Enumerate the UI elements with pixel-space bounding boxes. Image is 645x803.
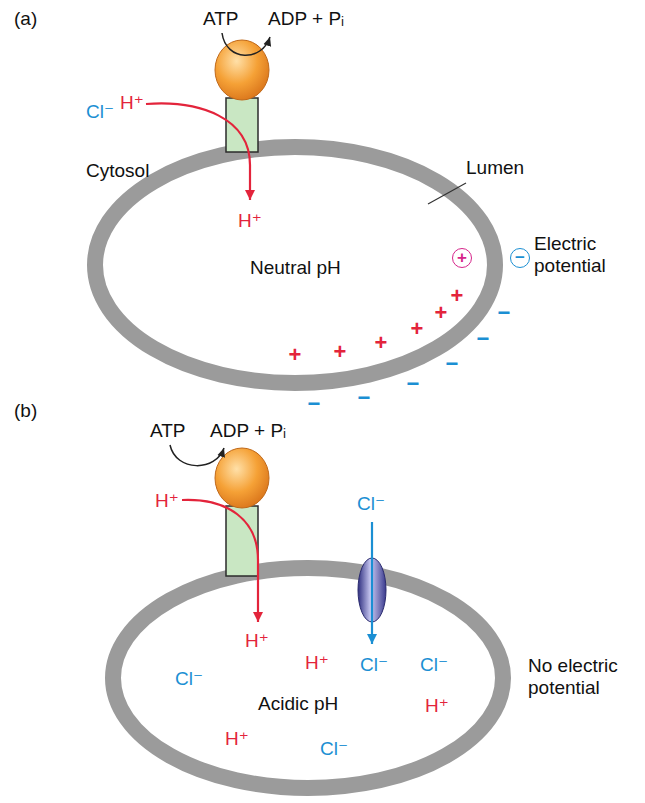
vesicle-label: Cl⁻ [320,738,348,760]
charge-sign: − [446,353,459,375]
charge-sign: − [308,393,321,415]
label: (a) [14,8,37,30]
charge-sign: + [375,332,388,354]
vesicle-label: Neutral pH [250,257,341,279]
vesicle-label: H⁺ [245,630,269,652]
potential-symbol: − [510,248,530,268]
charge-sign: + [435,302,448,324]
charge-sign: − [498,302,511,324]
charge-sign: + [289,344,302,366]
vesicle-label: Acidic pH [258,693,338,715]
chloride-channel [358,522,386,644]
vesicle-label: H⁺ [225,728,249,750]
vesicle-label: H⁺ [305,652,329,674]
potential-symbol: + [452,248,472,268]
label: ADP + Pᵢ [268,8,344,30]
ion-label: H⁺ [120,92,144,114]
ion-label: Cl⁻ [357,493,385,515]
proton-pump-b [170,445,269,622]
charge-sign: − [358,387,371,409]
label: Electric potential [534,233,626,277]
vesicle-label: H⁺ [238,210,262,232]
vesicle-label: Cl⁻ [360,654,388,676]
label: Cytosol [86,160,149,182]
charge-sign: + [411,318,424,340]
vesicle-label: Cl⁻ [175,668,203,690]
charge-sign: + [334,341,347,363]
label: Lumen [466,157,524,179]
vesicle-label: H⁺ [425,695,449,717]
label: ATP [203,8,239,30]
charge-sign: − [407,373,420,395]
ion-label: H⁺ [155,490,179,512]
charge-sign: − [477,328,490,350]
proton-pump-a [146,33,270,200]
label: No electric potential [528,655,640,699]
label: ATP [150,420,186,442]
vesicle-label: Cl⁻ [420,654,448,676]
vesicle: H⁺ H⁺ Cl⁻ Cl⁻ Cl⁻ Acidic pH H⁺ H⁺ Cl⁻ [105,560,511,796]
membrane [105,560,511,796]
label: (b) [14,400,37,422]
ion-label: Cl⁻ [86,101,114,123]
leader-line [428,183,466,204]
label: ADP + Pᵢ [210,420,286,442]
charge-sign: + [451,285,464,307]
